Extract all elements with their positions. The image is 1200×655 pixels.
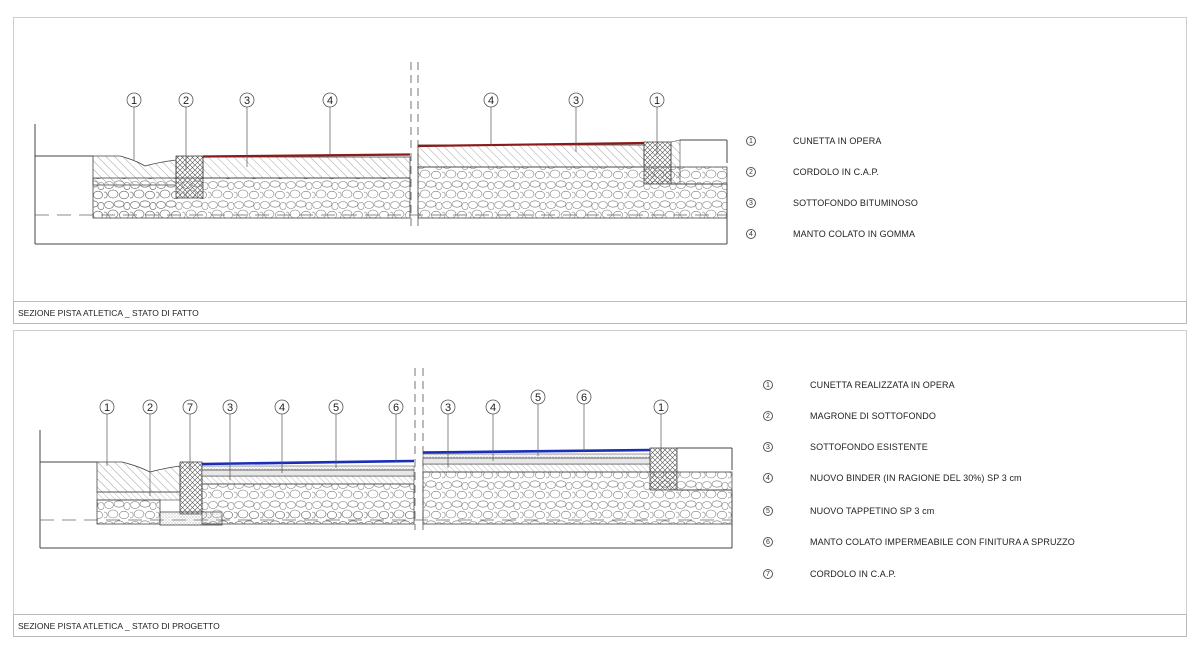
manto-gomma-right <box>417 141 645 148</box>
gravel-right <box>417 166 728 219</box>
sottofondo-bitum-right <box>417 144 645 168</box>
callout-bot-r1: 1 <box>658 402 664 414</box>
legend-label: NUOVO TAPPETINO SP 3 cm <box>810 506 935 516</box>
legend-number: 1 <box>763 380 773 390</box>
legend-label: CORDOLO IN C.A.P. <box>793 167 880 177</box>
legend-label: SOTTOFONDO BITUMINOSO <box>793 198 918 208</box>
callout-top-1: 1 <box>131 95 137 107</box>
legend-number: 2 <box>763 411 773 421</box>
section-project: 1 2 7 3 4 5 6 3 4 5 6 1 <box>39 368 733 549</box>
legend-number: 3 <box>763 442 773 452</box>
manto-gomma-left <box>202 153 411 158</box>
legend-number: 3 <box>746 198 756 208</box>
legend-label: MANTO COLATO IMPERMEABILE CON FINITURA A… <box>810 537 1075 547</box>
callout-bot-3: 3 <box>227 402 233 414</box>
legend-item: 2 <box>763 409 773 423</box>
callout-top-r3: 3 <box>573 95 579 107</box>
sottofondo-bitum-left <box>202 156 411 179</box>
callout-bot-r3: 3 <box>445 402 451 414</box>
legend-item: 7 <box>763 567 773 581</box>
callout-bot-1: 1 <box>104 402 110 414</box>
legend-item: 3 <box>763 440 773 454</box>
legend-label: NUOVO BINDER (IN RAGIONE DEL 30%) SP 3 c… <box>810 473 1022 483</box>
callout-bot-5: 5 <box>333 402 339 414</box>
callout-bot-7: 7 <box>187 402 193 414</box>
legend-number: 7 <box>763 569 773 579</box>
legend-item: 4 <box>763 471 773 485</box>
legend-item: 6 <box>763 535 773 549</box>
callout-bot-r6: 6 <box>581 392 587 404</box>
section-title-existing: SEZIONE PISTA ATLETICA _ STATO DI FATTO <box>18 308 199 318</box>
callout-bot-4: 4 <box>279 402 285 414</box>
legend-item: 1 <box>746 134 756 148</box>
legend-number: 4 <box>763 473 773 483</box>
callout-top-3: 3 <box>244 95 250 107</box>
legend-item: 2 <box>746 165 756 179</box>
legend-number: 1 <box>746 136 756 146</box>
callout-top-r4: 4 <box>488 95 494 107</box>
callout-top-r1: 1 <box>654 95 660 107</box>
cordolo-right <box>643 141 672 185</box>
legend-item: 3 <box>746 196 756 210</box>
legend-number: 5 <box>763 506 773 516</box>
callout-top-2: 2 <box>183 95 189 107</box>
legend-number: 6 <box>763 537 773 547</box>
callout-bot-r5: 5 <box>535 392 541 404</box>
legend-item: 4 <box>746 227 756 241</box>
callout-bot-r4: 4 <box>490 402 496 414</box>
title-bar-bottom <box>13 614 1187 637</box>
section-existing: 1 2 3 4 4 3 1 <box>34 62 728 245</box>
legend-label: CUNETTA REALIZZATA IN OPERA <box>810 380 955 390</box>
section-title-project: SEZIONE PISTA ATLETICA _ STATO DI PROGET… <box>18 621 220 631</box>
legend-label: CORDOLO IN C.A.P. <box>810 569 897 579</box>
callout-bot-2: 2 <box>147 402 153 414</box>
legend-label: MANTO COLATO IN GOMMA <box>793 229 916 239</box>
legend-number: 2 <box>746 167 756 177</box>
legend-number: 4 <box>746 229 756 239</box>
title-bar-top <box>13 301 1187 324</box>
legend-label: SOTTOFONDO ESISTENTE <box>810 442 928 452</box>
legend-item: 5 <box>763 504 773 518</box>
callout-bot-6: 6 <box>393 402 399 414</box>
legend-label: MAGRONE DI SOTTOFONDO <box>810 411 936 421</box>
legend-item: 1 <box>763 378 773 392</box>
callout-top-4: 4 <box>327 95 333 107</box>
legend-label: CUNETTA IN OPERA <box>793 136 882 146</box>
